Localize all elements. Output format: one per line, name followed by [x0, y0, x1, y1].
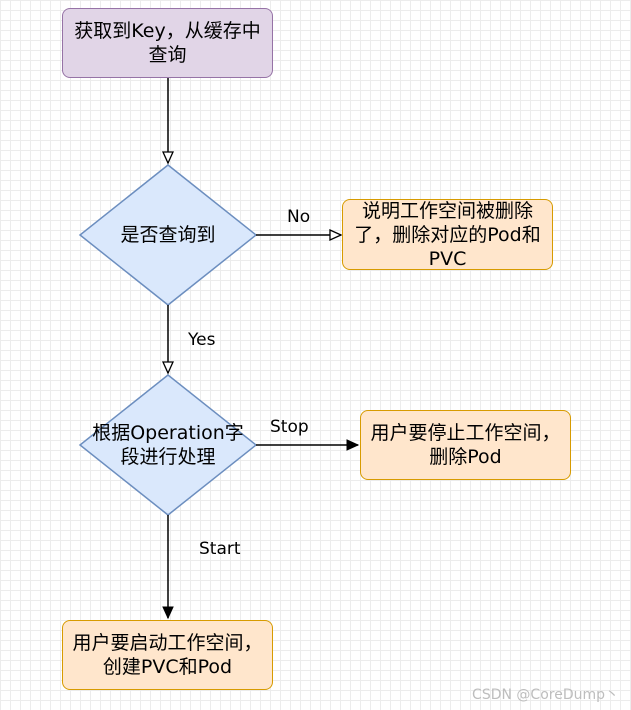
start-action-node: 用户要启动工作空间，创建PVC和Pod	[62, 620, 273, 690]
deleted-label: 说明工作空间被删除了，删除对应的Pod和PVC	[354, 199, 541, 270]
stop-action-label: 用户要停止工作空间，删除Pod	[370, 422, 561, 468]
deleted-node: 说明工作空间被删除了，删除对应的Pod和PVC	[342, 199, 553, 270]
edge-start-label: Start	[199, 539, 241, 559]
watermark: CSDN @CoreDump丶	[472, 687, 619, 703]
edge-stop-label: Stop	[270, 417, 309, 437]
decision-operation-label: 根据Operation字段进行处理	[92, 422, 244, 468]
edge-yes-label: Yes	[188, 330, 216, 350]
get-key-node: 获取到Key，从缓存中查询	[62, 8, 273, 78]
get-key-label: 获取到Key，从缓存中查询	[74, 20, 261, 66]
stop-action-node: 用户要停止工作空间，删除Pod	[360, 410, 571, 480]
edge-no-label: No	[287, 207, 311, 227]
decision-found-label: 是否查询到	[120, 224, 216, 246]
start-action-label: 用户要启动工作空间，创建PVC和Pod	[72, 632, 263, 678]
